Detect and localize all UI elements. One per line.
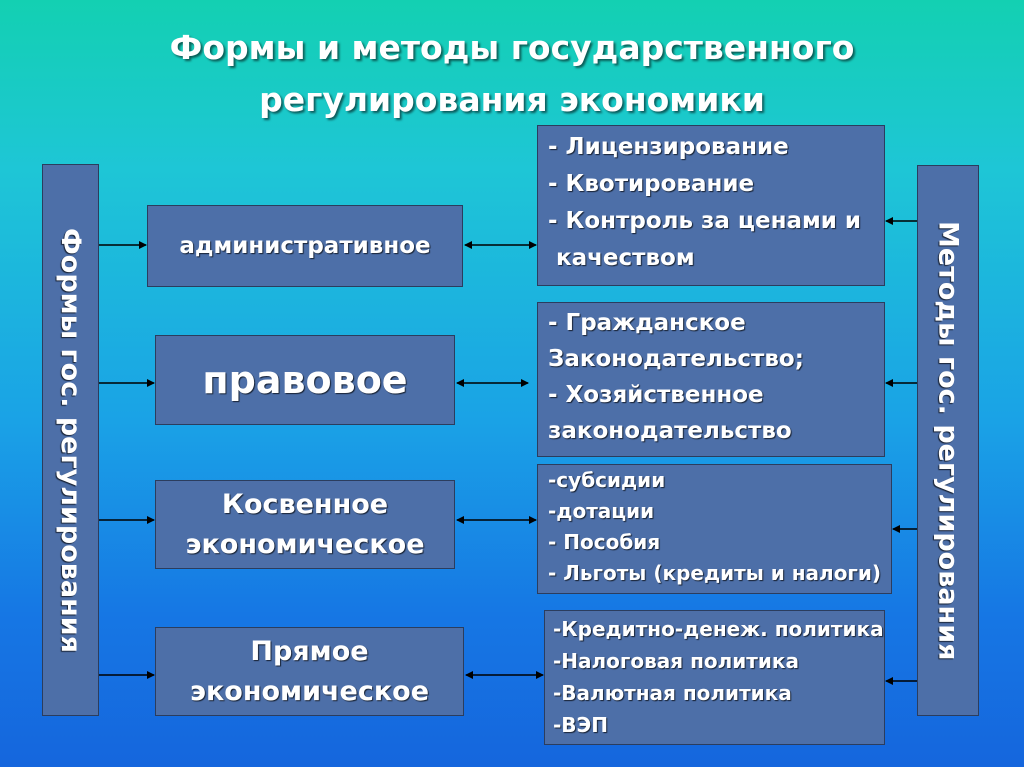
methods-vertical-text: Методы гос. регулирования [932,220,964,661]
page-title: Формы и методы государственного регулиро… [0,22,1024,126]
method-item: Законодательство; [548,346,804,372]
method-item: -Валютная политика [553,681,792,705]
method-item: - Льготы (кредиты и налоги) [548,561,882,585]
forms-vertical-label: Формы гос. регулирования [42,164,99,716]
form-label: правовое [202,358,408,402]
method-item: - Гражданское [548,310,746,336]
method-item: -Кредитно-денеж. политика [553,617,884,641]
method-item: - Контроль за ценами и [548,208,862,234]
method-item: -дотации [548,499,655,523]
form-label: Прямое [250,635,369,667]
method-box-indirect: -субсидии -дотации - Пособия - Льготы (к… [537,464,892,594]
method-item: -субсидии [548,468,666,492]
method-item: качеством [548,245,695,271]
forms-vertical-text: Формы гос. регулирования [55,227,86,653]
method-box-direct: -Кредитно-денеж. политика -Налоговая пол… [544,610,885,745]
form-box-administrative: административное [147,205,463,287]
form-label: Косвенное [221,488,389,520]
form-box-direct-economic: Прямое экономическое [155,627,464,716]
method-item: - Хозяйственное [548,382,764,408]
method-item: -ВЭП [553,713,608,737]
method-item: - Пособия [548,530,661,554]
method-item: - Квотирование [548,171,755,197]
method-item: - Лицензирование [548,134,789,160]
title-line-2: регулирования экономики [259,80,765,119]
form-box-legal: правовое [155,335,455,425]
form-box-indirect-economic: Косвенное экономическое [155,480,455,569]
method-item: -Налоговая политика [553,649,799,673]
title-line-1: Формы и методы государственного [169,28,855,67]
form-label: экономическое [189,675,430,707]
method-item: законодательство [548,418,792,444]
method-box-administrative: - Лицензирование - Квотирование - Контро… [537,125,885,286]
method-box-legal: - Гражданское Законодательство; - Хозяйс… [537,302,885,457]
form-label: административное [179,233,431,259]
form-label: экономическое [185,528,425,560]
methods-vertical-label: Методы гос. регулирования [917,165,979,716]
